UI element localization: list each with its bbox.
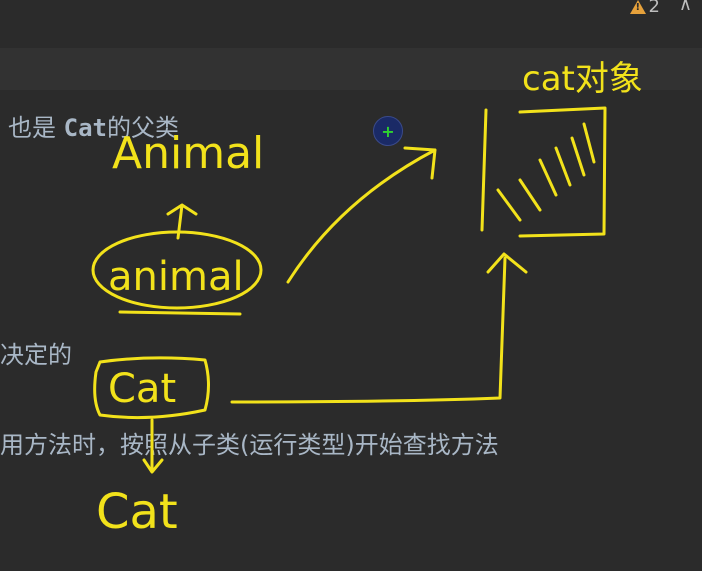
top-bar xyxy=(0,0,702,24)
warning-triangle-icon xyxy=(629,0,646,14)
animal-top-label: Animal xyxy=(112,128,264,179)
cat-to-object-arrow xyxy=(230,252,528,404)
code-line-1-suffix: 的父类 xyxy=(107,114,179,142)
cat-bottom-label: Cat xyxy=(96,484,178,540)
current-line-highlight xyxy=(0,48,702,90)
warnings-indicator[interactable]: 2 xyxy=(629,0,660,17)
cat-box xyxy=(93,356,210,420)
code-line-1-prefix: 也是 xyxy=(8,114,64,142)
code-line-2: 决定的 xyxy=(0,341,72,369)
code-line-1-keyword: Cat xyxy=(63,114,107,142)
cat-boxed-label: Cat xyxy=(108,366,176,412)
pen-cursor-icon: + xyxy=(373,116,403,146)
down-arrow xyxy=(142,418,164,474)
up-arrow-small xyxy=(166,203,198,240)
object-box xyxy=(480,106,607,238)
warning-count: 2 xyxy=(648,0,660,17)
code-line-1: 也是 Cat的父类 xyxy=(8,108,179,143)
code-line-3: 用方法时，按照从子类(运行类型)开始查找方法 xyxy=(0,431,499,459)
animal-to-object-arrow xyxy=(286,146,437,284)
cat-object-label: cat对象 xyxy=(522,59,643,99)
object-hatch xyxy=(496,122,596,222)
animal-circled-label: animal xyxy=(108,254,244,300)
animal-underline xyxy=(118,310,242,316)
animal-circle xyxy=(91,230,263,310)
chevron-up-icon[interactable]: ∧ xyxy=(678,0,692,15)
